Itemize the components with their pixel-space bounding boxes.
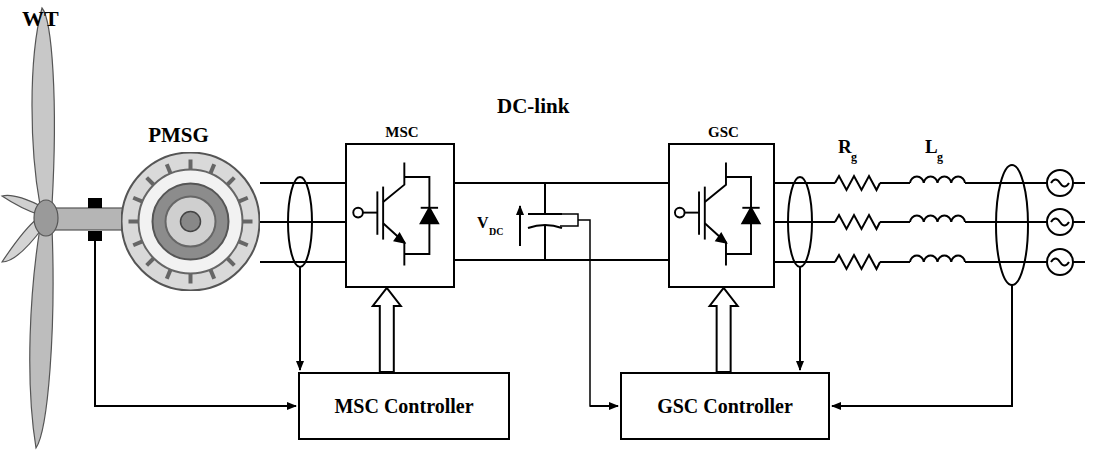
controller-box: MSC Controller bbox=[298, 372, 510, 440]
generator-node: PMSG bbox=[121, 152, 260, 291]
component-subscript: g bbox=[937, 150, 943, 165]
generator-symbol bbox=[122, 153, 260, 291]
current-feedback bbox=[299, 267, 301, 370]
node-shape bbox=[670, 145, 773, 286]
connector bbox=[455, 183, 668, 260]
voltage-feedback-head bbox=[590, 405, 618, 407]
node-label: GSC Controller bbox=[657, 395, 793, 418]
sensor-ellipse bbox=[996, 165, 1028, 285]
converter-box: GSC bbox=[668, 143, 775, 288]
turbine-label: WT bbox=[22, 6, 59, 32]
voltage-arrow bbox=[519, 206, 521, 246]
grid-feedback bbox=[832, 285, 1012, 406]
voltage-feedback bbox=[555, 214, 618, 406]
controller-box: GSC Controller bbox=[620, 372, 830, 440]
inductor-symbol bbox=[910, 177, 965, 262]
signal-name: V bbox=[477, 214, 489, 232]
capacitor bbox=[528, 183, 562, 260]
connector bbox=[260, 183, 345, 262]
node-shape bbox=[121, 152, 260, 291]
node-heading: GSC bbox=[708, 124, 739, 141]
connector bbox=[710, 288, 738, 372]
component-name: R bbox=[838, 136, 852, 158]
igbt-symbol bbox=[353, 163, 438, 266]
connector bbox=[373, 288, 401, 372]
component-subscript: g bbox=[851, 150, 857, 165]
bearing bbox=[88, 198, 102, 208]
converter-box: MSC bbox=[345, 143, 455, 288]
dc-link-label: DC-link bbox=[497, 94, 569, 119]
signal-subscript: DC bbox=[489, 226, 503, 237]
grid-source bbox=[1047, 170, 1085, 275]
sensor-ellipse bbox=[788, 177, 812, 267]
node-label: MSC Controller bbox=[334, 395, 473, 418]
grid-wires bbox=[775, 183, 1047, 262]
node-heading: MSC bbox=[385, 124, 418, 141]
node-heading: PMSG bbox=[148, 123, 209, 148]
component-name: L bbox=[925, 136, 938, 158]
current-feedback bbox=[799, 267, 801, 370]
resistor-symbol bbox=[835, 176, 880, 269]
igbt-symbol bbox=[675, 163, 760, 266]
bearing bbox=[88, 231, 102, 241]
node-shape bbox=[347, 145, 453, 286]
